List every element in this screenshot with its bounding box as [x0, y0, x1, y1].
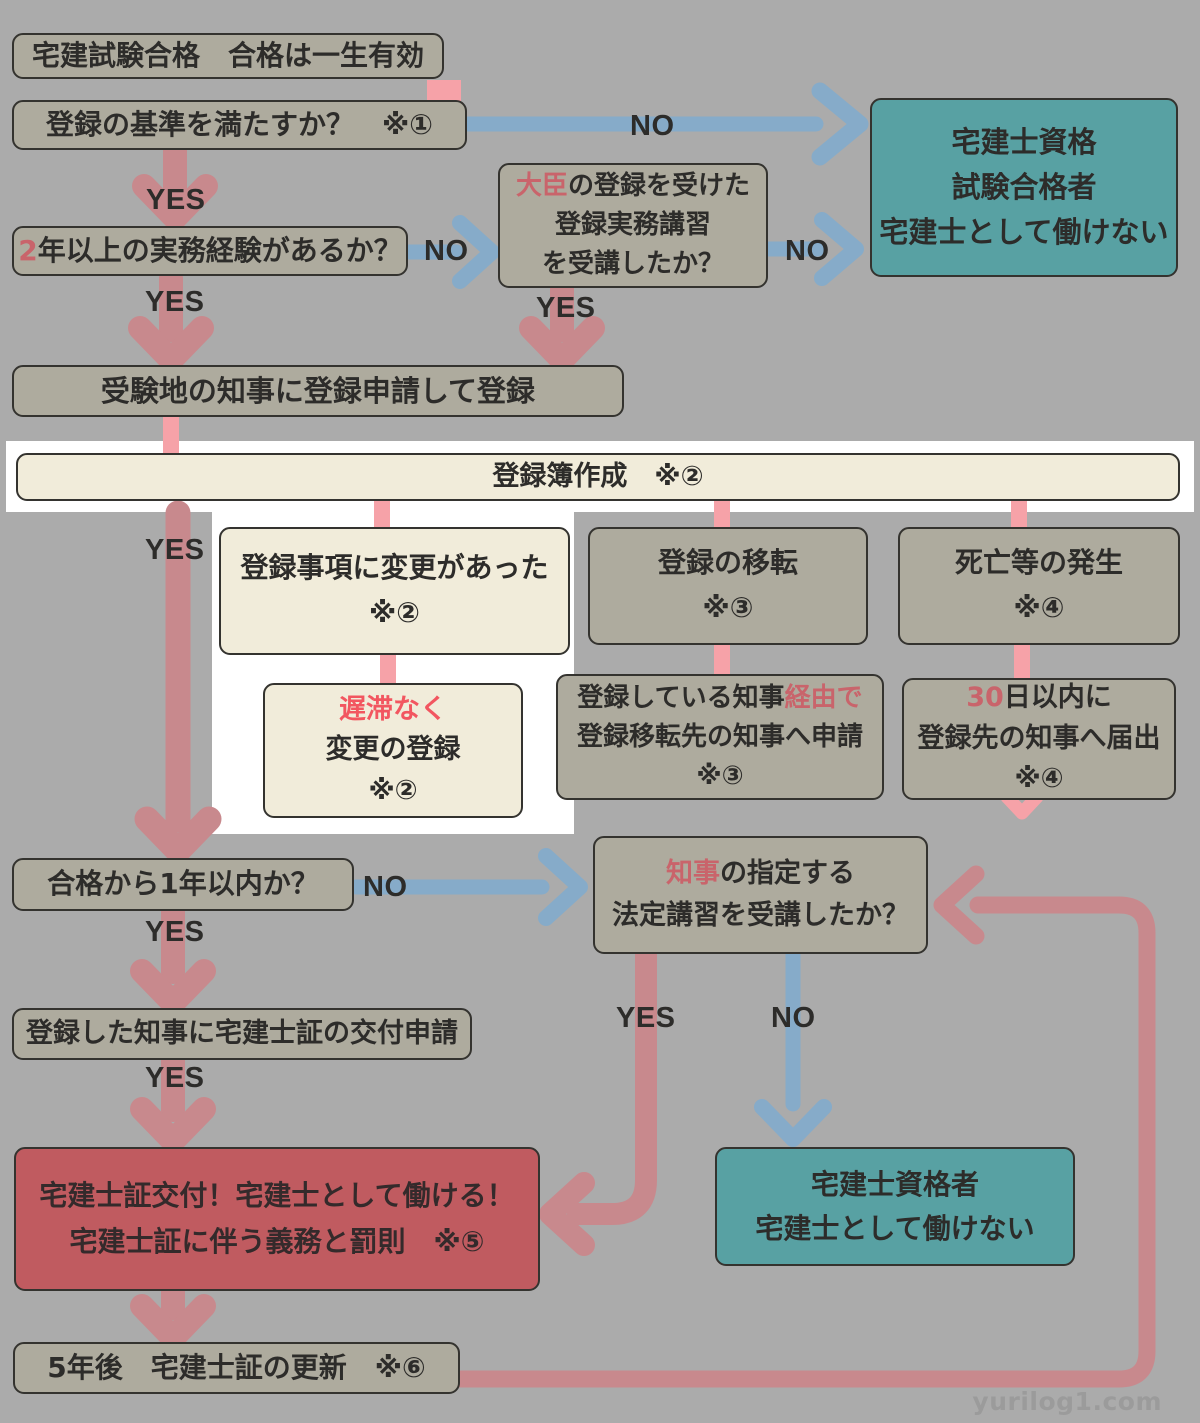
node-text-line: 死亡等の発生 [954, 546, 1123, 580]
label-yes-4: YES [145, 534, 205, 566]
node-text-line: 宅建士として働けない [755, 1211, 1035, 1245]
arrow-issued-to-renewal [130, 1280, 216, 1350]
node-text-line: 宅建士資格 [951, 125, 1097, 160]
node-text-line: 登録先の知事へ届出 [917, 722, 1161, 754]
label-yes-5: YES [145, 916, 205, 948]
node-text-line: 登録移転先の知事へ申請 [576, 721, 863, 752]
node-text-line: 登録の基準を満たすか？ ※① [46, 107, 433, 141]
node-death: 死亡等の発生 ※④ [898, 527, 1180, 645]
node-text-line: ※④ [1014, 763, 1064, 795]
label-no-4: NO [363, 871, 408, 903]
label-yes-7: YES [616, 1002, 676, 1034]
site-watermark: yurilog1.com [972, 1387, 1162, 1416]
node-card-apply: 登録した知事に宅建士証の交付申請 [12, 1008, 472, 1060]
label-yes-6: YES [145, 1062, 205, 1094]
node-text-line: 宅建士として働けない [879, 214, 1169, 249]
node-text-line: 変更の登録 [325, 734, 461, 766]
arrow-no-legalcourse-to-cannotwork [754, 947, 832, 1147]
node-cannot-work-bottom: 宅建士資格者宅建士として働けない [715, 1147, 1075, 1266]
node-text-line: 受験地の知事に登録申請して登録 [100, 373, 536, 408]
node-text-line: 法定講習を受講したか？ [612, 900, 909, 931]
node-text-line: 登録している知事経由で [577, 682, 863, 713]
node-death-report: 30日以内に登録先の知事へ届出 ※④ [902, 678, 1176, 800]
node-text-line: 30日以内に [966, 682, 1112, 714]
node-text-line: 宅建士証交付！宅建士として働ける！ [39, 1178, 515, 1212]
node-change-happened: 登録事項に変更があった ※② [219, 527, 570, 655]
node-text-line: 宅建士資格者 [810, 1168, 979, 1202]
node-text-line: ※④ [1013, 591, 1065, 624]
label-no-3: NO [785, 235, 830, 267]
node-text-line: 大臣の登録を受けた [515, 171, 751, 201]
node-transfer-apply: 登録している知事経由で登録移転先の知事へ申請 ※③ [556, 674, 884, 800]
node-registry-book: 登録簿作成 ※② [16, 453, 1180, 501]
node-text-line: 登録実務講習 [554, 210, 711, 240]
label-no-1: NO [630, 110, 675, 142]
node-legal-course: 知事の指定する法定講習を受講したか？ [593, 836, 928, 954]
node-text-line: 宅建士証に伴う義務と罰則 ※⑤ [69, 1225, 485, 1258]
node-text-line: を受講したか？ [541, 249, 724, 279]
node-text-line: ※② [368, 774, 418, 806]
node-transfer: 登録の移転 ※③ [588, 527, 868, 645]
node-text-line: 登録事項に変更があった [240, 551, 549, 585]
arrow-yes-legalcourse-to-issued [539, 944, 657, 1256]
node-text-line: 登録の移転 [657, 546, 798, 580]
node-text-line: 5年後 宅建士証の更新 ※⑥ [47, 1350, 426, 1384]
label-yes-2: YES [145, 286, 205, 318]
node-cannot-work-top: 宅建士資格試験合格者宅建士として働けない [870, 98, 1178, 277]
label-no-2: NO [424, 235, 469, 267]
node-apply-registration: 受験地の知事に登録申請して登録 [12, 365, 624, 417]
node-text-line: 宅建試験合格 合格は一生有効 [31, 38, 424, 72]
node-change-registration: 遅滞なく変更の登録 ※② [263, 683, 523, 818]
node-text-line: ※② [369, 596, 420, 629]
node-minister-course: 大臣の登録を受けた登録実務講習を受講したか？ [498, 163, 768, 288]
node-exam-pass: 宅建試験合格 合格は一生有効 [12, 33, 444, 79]
label-yes-3: YES [536, 292, 596, 324]
label-no-5: NO [771, 1002, 816, 1034]
node-text-line: 登録簿作成 ※② [492, 461, 704, 493]
node-registration-criteria: 登録の基準を満たすか？ ※① [12, 100, 467, 150]
node-text-line: 遅滞なく [339, 693, 447, 725]
node-within-one-year: 合格から1年以内か？ [12, 858, 354, 911]
node-text-line: 知事の指定する [666, 858, 855, 890]
node-renewal: 5年後 宅建士証の更新 ※⑥ [13, 1342, 460, 1394]
node-two-years-experience: 2年以上の実務経験があるか？ [12, 226, 408, 276]
node-text-line: 試験合格者 [951, 170, 1097, 205]
node-text-line: 2年以上の実務経験があるか？ [18, 233, 402, 267]
node-card-issued: 宅建士証交付！宅建士として働ける！ 宅建士証に伴う義務と罰則 ※⑤ [14, 1147, 540, 1291]
node-text-line: 登録した知事に宅建士証の交付申請 [26, 1018, 458, 1050]
node-text-line: ※③ [696, 760, 744, 791]
label-yes-1: YES [146, 184, 206, 216]
node-text-line: ※③ [702, 591, 754, 624]
node-text-line: 合格から1年以内か？ [47, 867, 319, 901]
